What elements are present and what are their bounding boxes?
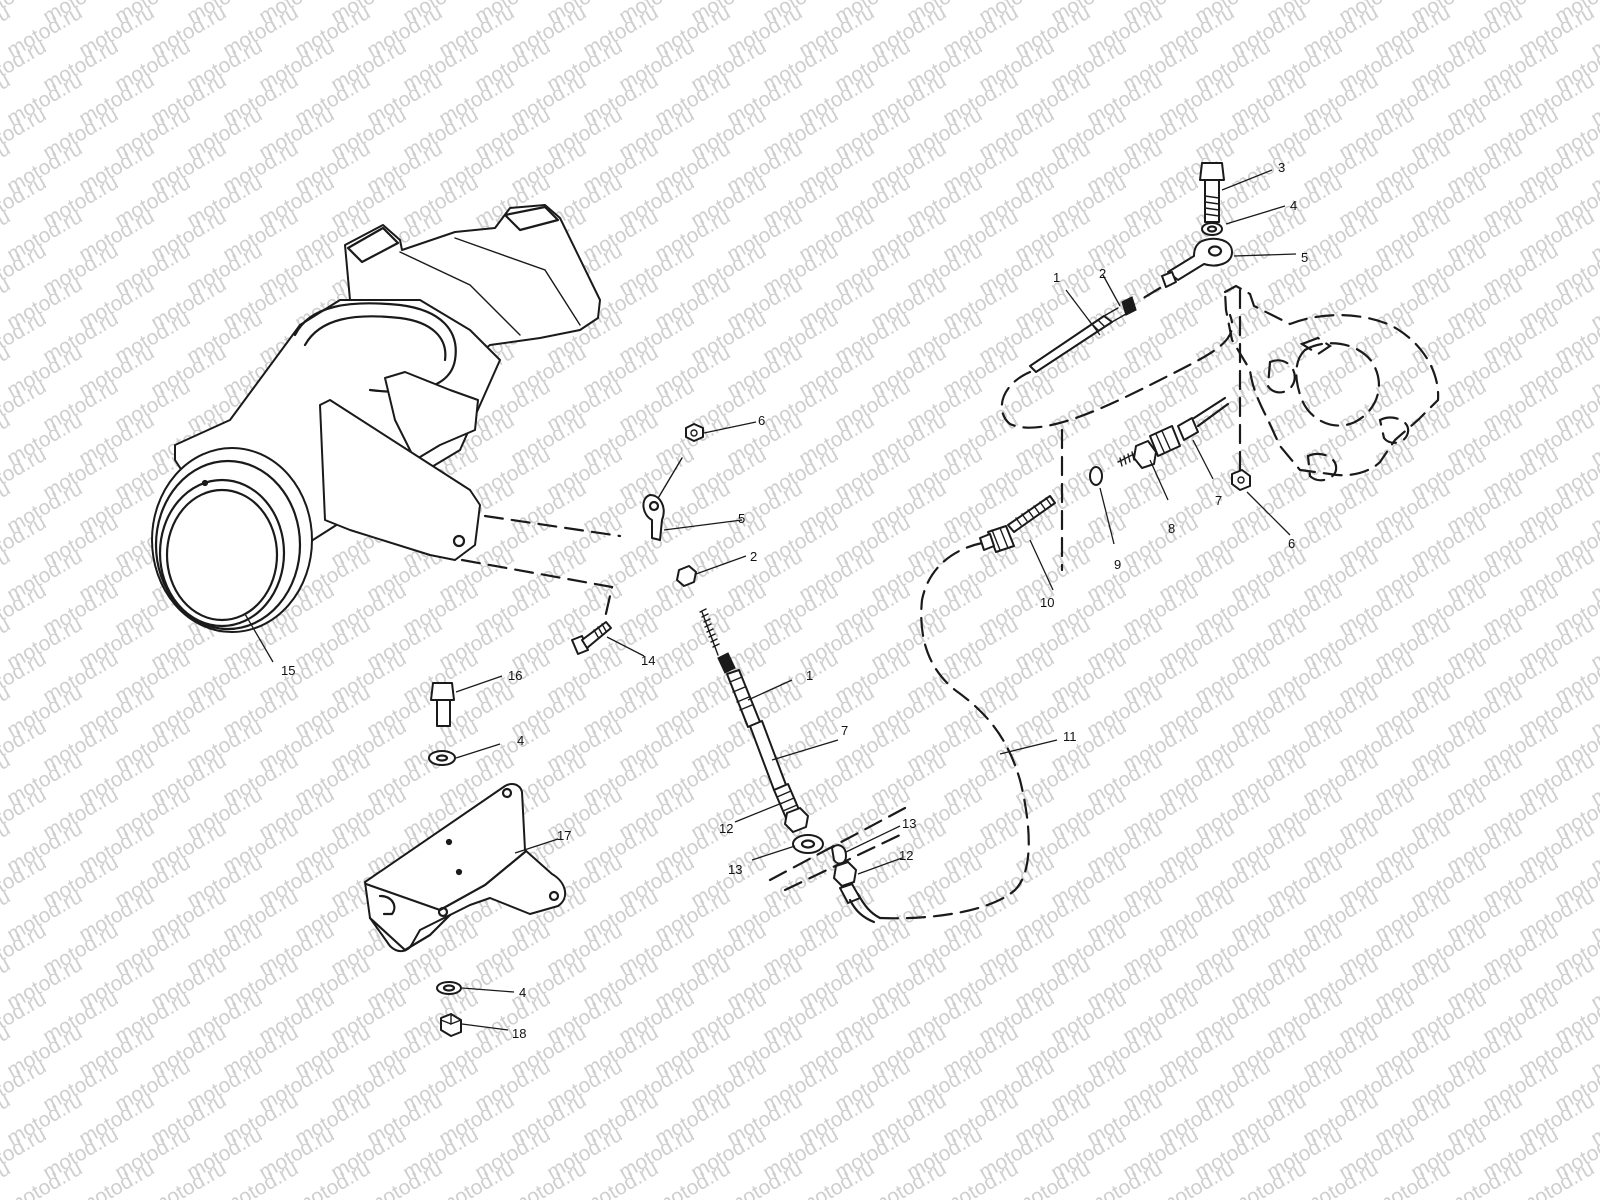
callout-7-upper: 7 (1215, 493, 1222, 508)
callout-5-lower: 5 (738, 511, 745, 526)
callout-6-upper: 6 (1288, 536, 1295, 551)
callout-2-lower: 2 (750, 549, 757, 564)
washer-13-left (792, 834, 824, 854)
callout-18: 18 (512, 1026, 526, 1041)
washer-4-bottom (436, 981, 462, 995)
bolt-16-head (430, 682, 455, 701)
callout-6-lower: 6 (758, 413, 765, 428)
callout-16: 16 (508, 668, 522, 683)
callout-4-bottom: 4 (519, 985, 526, 1000)
callout-1-lower: 1 (806, 668, 813, 683)
nut-12-right (833, 861, 857, 887)
callout-14: 14 (641, 653, 655, 668)
callout-12-right: 12 (899, 848, 913, 863)
housing-flange-hole (201, 479, 209, 487)
callout-5-upper: 5 (1301, 250, 1308, 265)
bolt-16-shank (436, 699, 451, 727)
bracket-17-hole-low (455, 868, 463, 876)
callout-10: 10 (1040, 595, 1054, 610)
callout-7-lower: 7 (841, 723, 848, 738)
callout-15: 15 (281, 663, 295, 678)
callout-13-right: 13 (902, 816, 916, 831)
callout-12-left: 12 (719, 821, 733, 836)
callout-8: 8 (1168, 521, 1175, 536)
callout-4-upper: 4 (1290, 198, 1297, 213)
jam-nut-upper (1161, 271, 1177, 288)
washer-9 (1089, 466, 1103, 486)
nut-6-upper (1231, 469, 1251, 491)
bracket-17-hole-mid (445, 838, 453, 846)
callout-11: 11 (1063, 729, 1077, 744)
nut-12-left (784, 807, 809, 833)
washer-4-mid (428, 750, 456, 766)
callout-3: 3 (1278, 160, 1285, 175)
callout-4-mid: 4 (517, 733, 524, 748)
nut-6-lower (685, 423, 704, 442)
washer-4-upper (1201, 222, 1223, 236)
callout-17: 17 (557, 828, 571, 843)
callout-2-upper: 2 (1099, 266, 1106, 281)
callout-13-left: 13 (728, 862, 742, 877)
bolt-3-head (1199, 162, 1225, 181)
washer-13-right (831, 844, 847, 865)
callout-1-upper: 1 (1053, 270, 1060, 285)
callout-9: 9 (1114, 557, 1121, 572)
jam-nut-2-lower (676, 565, 697, 587)
